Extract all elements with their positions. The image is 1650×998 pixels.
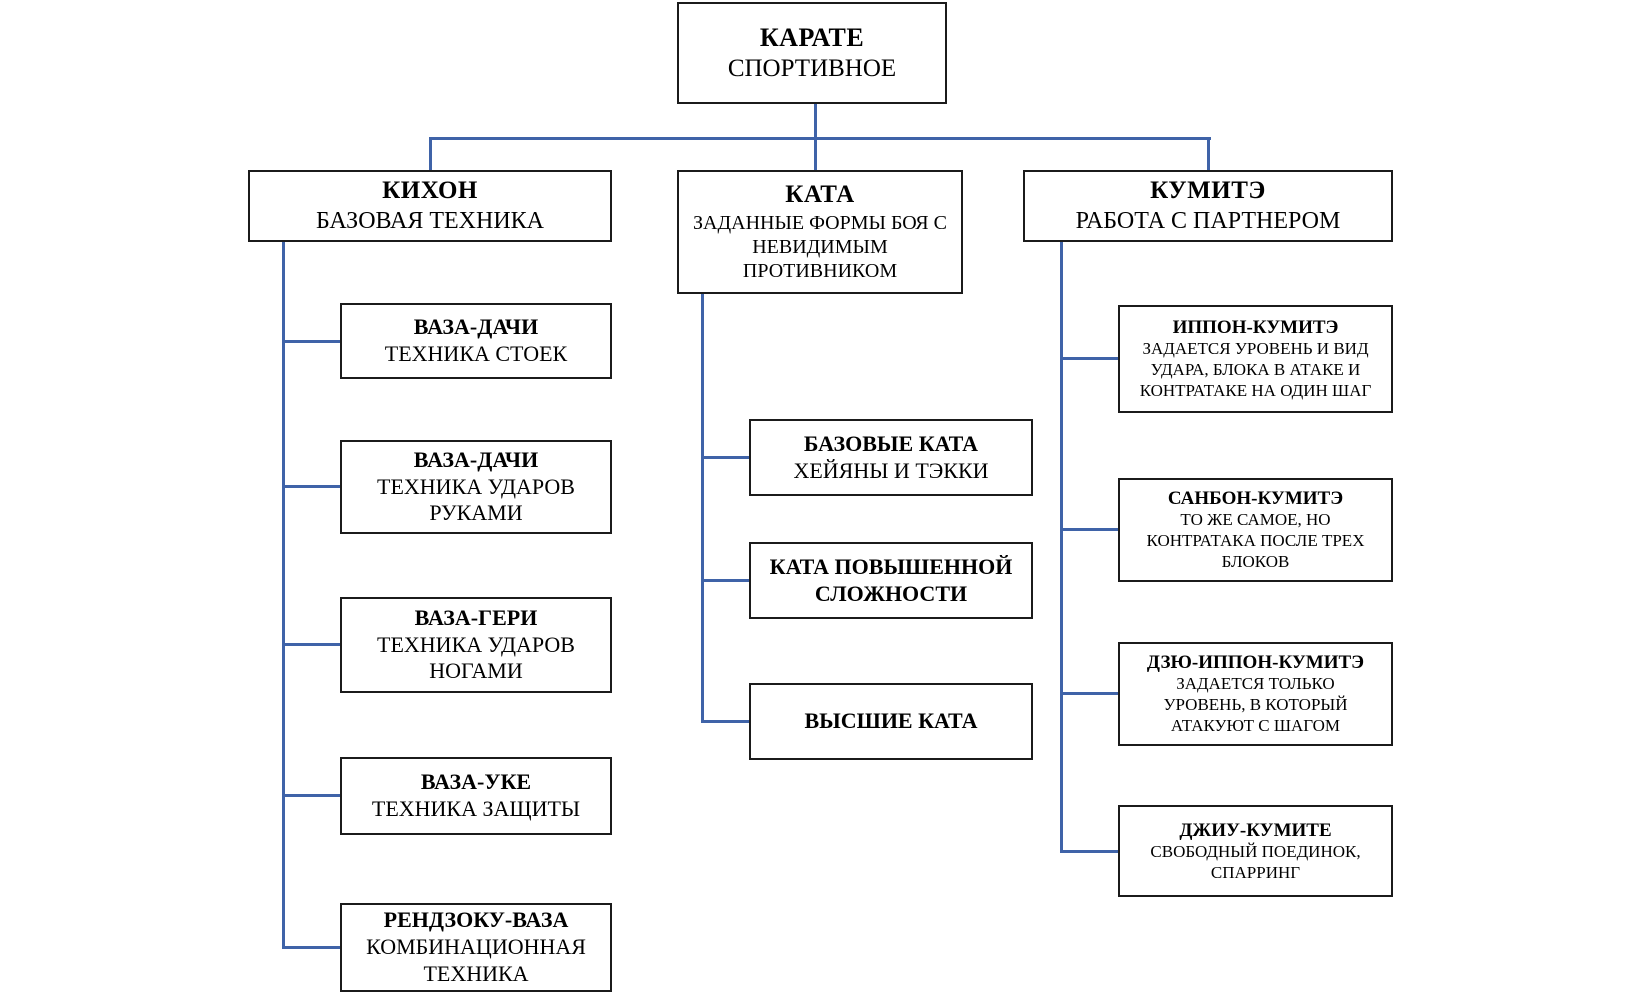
node-kata: КАТА ЗАДАННЫЕ ФОРМЫ БОЯ С НЕВИДИМЫМ ПРОТ… <box>677 170 963 294</box>
node-title: БАЗОВЫЕ КАТА <box>803 430 979 456</box>
connector-drop-kumite <box>1207 137 1210 170</box>
node-subtitle: КОМБИНАЦИОННАЯ ТЕХНИКА <box>366 934 586 986</box>
connector-stub <box>701 720 749 723</box>
node-rendzoku-vaza-combinations: РЕНДЗОКУ-ВАЗА КОМБИНАЦИОННАЯ ТЕХНИКА <box>340 903 612 992</box>
node-title: ВЫСШИЕ КАТА <box>804 708 978 734</box>
node-subtitle: ЗАДАННЫЕ ФОРМЫ БОЯ С НЕВИДИМЫМ ПРОТИВНИК… <box>693 211 947 283</box>
connector-root-drop <box>814 104 817 138</box>
node-title: ДЖИУ-КУМИТЕ <box>1179 819 1332 841</box>
node-vaza-uke-defense: ВАЗА-УКЕ ТЕХНИКА ЗАЩИТЫ <box>340 757 612 835</box>
node-subtitle: РАБОТА С ПАРТНЕРОМ <box>1075 207 1341 234</box>
connector-stub <box>282 340 340 343</box>
node-title: ДЗЮ-ИППОН-КУМИТЭ <box>1146 652 1365 674</box>
node-subtitle: ТО ЖЕ САМОЕ, НО КОНТРАТАКА ПОСЛЕ ТРЕХ БЛ… <box>1146 510 1365 571</box>
node-sanbon-kumite: САНБОН-КУМИТЭ ТО ЖЕ САМОЕ, НО КОНТРАТАКА… <box>1118 478 1393 582</box>
connector-trunk-kata <box>701 294 704 723</box>
node-title: ВАЗА-УКЕ <box>420 769 532 795</box>
node-vaza-dachi-stances: ВАЗА-ДАЧИ ТЕХНИКА СТОЕК <box>340 303 612 379</box>
node-title: КИХОН <box>382 177 478 205</box>
connector-drop-kihon <box>429 137 432 170</box>
node-title: КАТА <box>785 181 855 209</box>
connector-drop-kata <box>814 137 817 170</box>
node-title: ИППОН-КУМИТЭ <box>1172 317 1339 339</box>
connector-stub <box>1060 692 1118 695</box>
node-subtitle: БАЗОВАЯ ТЕХНИКА <box>315 207 545 234</box>
node-jiu-kumite: ДЖИУ-КУМИТЕ СВОБОДНЫЙ ПОЕДИНОК, СПАРРИНГ <box>1118 805 1393 897</box>
node-subtitle: ТЕХНИКА УДАРОВ РУКАМИ <box>377 473 575 526</box>
node-subtitle: ХЕЙЯНЫ И ТЭККИ <box>793 457 989 483</box>
connector-stub <box>701 579 749 582</box>
node-title: КАРАТЕ <box>759 22 865 52</box>
connector-stub <box>1060 528 1118 531</box>
node-subtitle: ЗАДАЕТСЯ УРОВЕНЬ И ВИД УДАРА, БЛОКА В АТ… <box>1139 339 1372 400</box>
node-ippon-kumite: ИППОН-КУМИТЭ ЗАДАЕТСЯ УРОВЕНЬ И ВИД УДАР… <box>1118 305 1393 413</box>
node-dzyu-ippon-kumite: ДЗЮ-ИППОН-КУМИТЭ ЗАДАЕТСЯ ТОЛЬКО УРОВЕНЬ… <box>1118 642 1393 746</box>
connector-stub <box>282 643 340 646</box>
node-title: ВАЗА-ГЕРИ <box>414 604 538 630</box>
node-vaza-geri-kicks: ВАЗА-ГЕРИ ТЕХНИКА УДАРОВ НОГАМИ <box>340 597 612 693</box>
node-subtitle: СПОРТИВНОЕ <box>727 54 897 82</box>
node-advanced-kata: КАТА ПОВЫШЕННОЙ СЛОЖНОСТИ <box>749 542 1033 619</box>
node-subtitle: ЗАДАЕТСЯ ТОЛЬКО УРОВЕНЬ, В КОТОРЫЙ АТАКУ… <box>1163 674 1348 735</box>
connector-stub <box>282 485 340 488</box>
node-title: ВАЗА-ДАЧИ <box>413 314 539 340</box>
connector-stub <box>1060 357 1118 360</box>
node-subtitle: ТЕХНИКА СТОЕК <box>384 341 568 366</box>
node-subtitle: СВОБОДНЫЙ ПОЕДИНОК, СПАРРИНГ <box>1150 841 1361 882</box>
node-karate-root: КАРАТЕ СПОРТИВНОЕ <box>677 2 947 104</box>
node-higher-kata: ВЫСШИЕ КАТА <box>749 683 1033 760</box>
connector-stub <box>282 794 340 797</box>
node-title: КУМИТЭ <box>1150 177 1266 205</box>
node-title: САНБОН-КУМИТЭ <box>1167 488 1344 510</box>
node-kumite: КУМИТЭ РАБОТА С ПАРТНЕРОМ <box>1023 170 1393 242</box>
node-subtitle: ТЕХНИКА УДАРОВ НОГАМИ <box>377 631 575 684</box>
connector-stub <box>282 946 340 949</box>
node-subtitle: ТЕХНИКА ЗАЩИТЫ <box>371 796 581 821</box>
connector-trunk-kumite <box>1060 242 1063 853</box>
connector-stub <box>1060 850 1118 853</box>
connector-stub <box>701 456 749 459</box>
node-title: КАТА ПОВЫШЕННОЙ СЛОЖНОСТИ <box>769 553 1013 606</box>
node-title: РЕНДЗОКУ-ВАЗА <box>383 907 569 933</box>
node-vaza-dachi-hand-strikes: ВАЗА-ДАЧИ ТЕХНИКА УДАРОВ РУКАМИ <box>340 440 612 534</box>
node-kihon: КИХОН БАЗОВАЯ ТЕХНИКА <box>248 170 612 242</box>
connector-horizontal-span <box>429 137 1211 140</box>
node-title: ВАЗА-ДАЧИ <box>413 446 539 472</box>
connector-trunk-kihon <box>282 242 285 949</box>
node-basic-kata: БАЗОВЫЕ КАТА ХЕЙЯНЫ И ТЭККИ <box>749 419 1033 496</box>
